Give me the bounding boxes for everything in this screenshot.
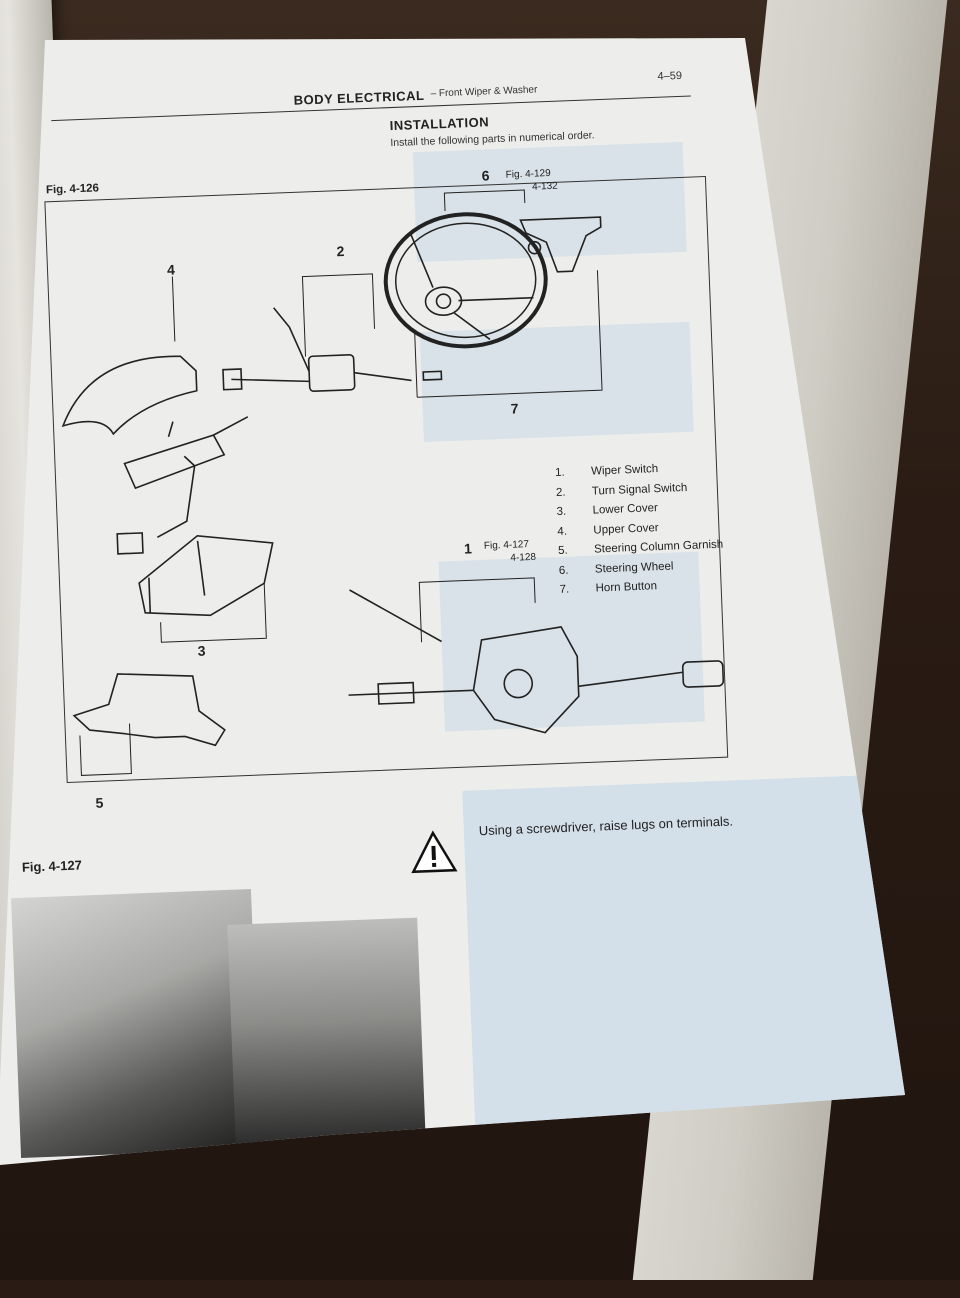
photo-screwdriver bbox=[11, 889, 261, 1159]
figure-ref-6: Fig. 4-129 4-132 bbox=[505, 167, 558, 195]
legend-label: Upper Cover bbox=[593, 521, 659, 537]
callout-4: 4 bbox=[166, 261, 176, 278]
legend-number: 6. bbox=[558, 564, 569, 577]
photo-connector bbox=[227, 917, 426, 1145]
lower-cover-drawing bbox=[138, 534, 274, 617]
callout-2: 2 bbox=[336, 242, 345, 260]
callout-3: 3 bbox=[197, 642, 206, 659]
steering-wheel-drawing bbox=[383, 212, 548, 349]
callout-7: 7 bbox=[510, 400, 519, 417]
figure-label-second: Fig. 4-127 bbox=[21, 857, 83, 875]
callout-1: 1 bbox=[463, 540, 473, 557]
legend-number: 2. bbox=[555, 486, 566, 499]
garnish-drawing bbox=[72, 673, 226, 747]
turn-signal-switch-drawing bbox=[307, 354, 356, 393]
steering-column-drawing bbox=[123, 434, 226, 490]
legend-label: Horn Button bbox=[595, 580, 658, 595]
callout-6: 6 bbox=[481, 167, 490, 184]
legend-label: Turn Signal Switch bbox=[591, 481, 688, 498]
callout-5: 5 bbox=[95, 794, 104, 811]
figure-ref-1-end: 4-128 bbox=[510, 551, 537, 564]
figure-ref-1: Fig. 4-127 4-128 bbox=[484, 538, 537, 566]
legend-number: 3. bbox=[556, 505, 567, 518]
legend-number: 5. bbox=[557, 544, 568, 557]
figure-ref-6-end: 4-132 bbox=[531, 180, 558, 193]
parts-legend: 1. Wiper Switch 2. Turn Signal Switch 3. Lo… bbox=[555, 458, 790, 603]
upper-cover-drawing bbox=[61, 355, 198, 436]
legend-number: 4. bbox=[557, 525, 568, 538]
legend-number: 7. bbox=[559, 583, 570, 596]
legend-label: Steering Wheel bbox=[594, 560, 674, 576]
legend-label: Wiper Switch bbox=[590, 463, 659, 478]
warning-triangle-icon bbox=[411, 830, 458, 874]
wiper-switch-drawing bbox=[472, 626, 580, 734]
legend-number: 1. bbox=[554, 466, 565, 480]
horn-button-drawing bbox=[519, 216, 602, 273]
legend-label: Lower Cover bbox=[592, 502, 659, 517]
